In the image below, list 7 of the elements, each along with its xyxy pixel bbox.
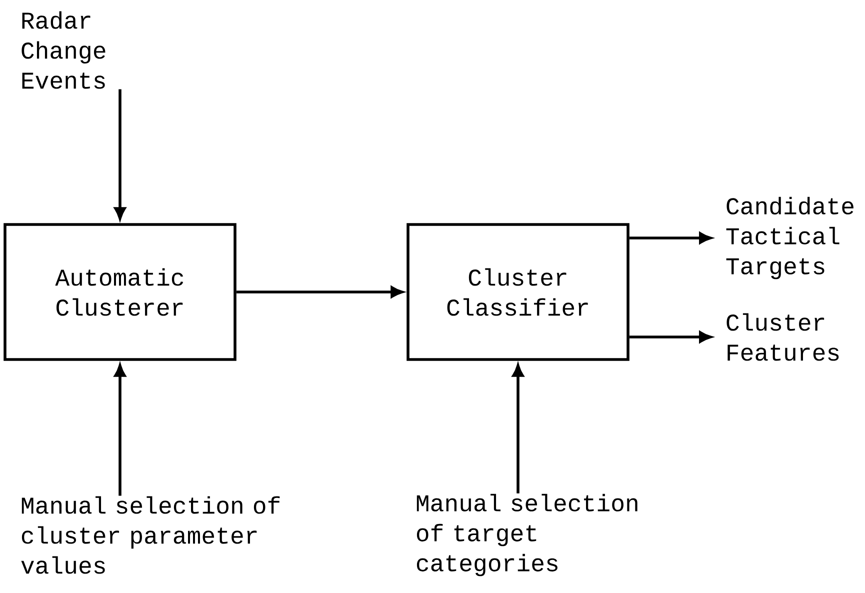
text-label: Cluster Features	[726, 313, 839, 361]
text-label: Manual selection of target categories	[416, 494, 638, 576]
text-label: Manual selection of cluster parameter values	[21, 496, 280, 574]
text-label: Candidate Tactical Targets	[726, 196, 854, 280]
text-label: Radar Change Events	[22, 11, 106, 89]
process-box: Cluster Classifier	[406, 223, 630, 361]
process-box: Automatic Clusterer	[4, 223, 236, 361]
